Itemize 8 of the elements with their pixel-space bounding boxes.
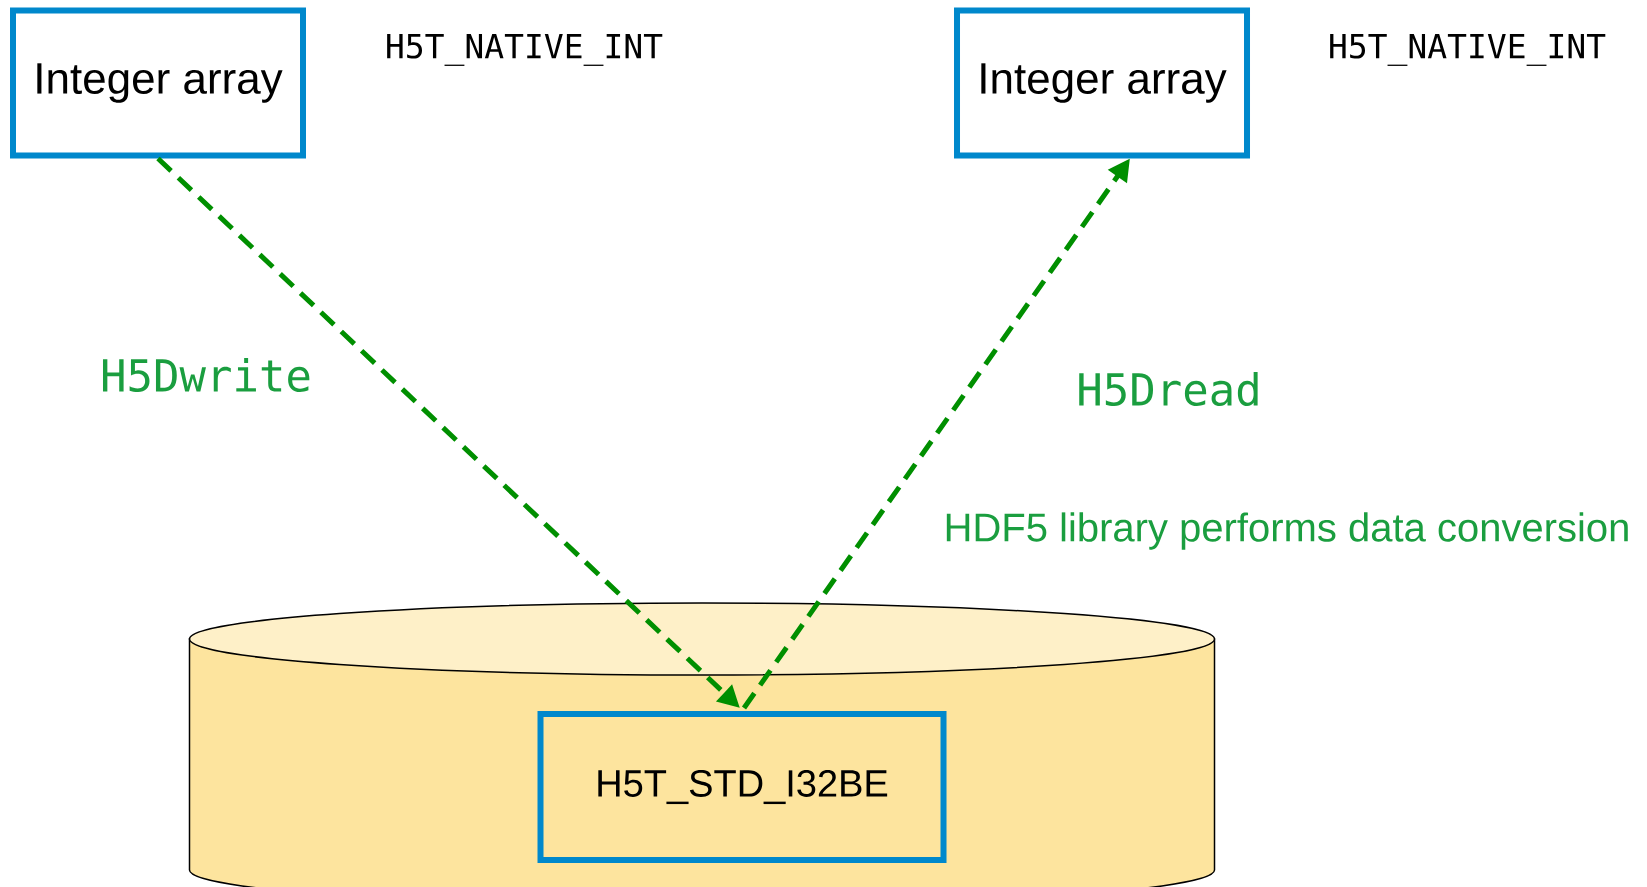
text-box: H5T_STD_I32BE	[537, 711, 947, 863]
text-box: Integer array	[10, 7, 306, 159]
note: HDF5 library performs data conversion	[946, 512, 1628, 550]
edge-label: H5Dwrite	[103, 358, 310, 393]
type-label: H5T_NATIVE_INT	[387, 34, 663, 66]
type-label: H5T_NATIVE_INT	[1330, 34, 1606, 66]
edge-label: H5Dread	[1079, 372, 1258, 407]
text-box: Integer array	[954, 7, 1250, 159]
